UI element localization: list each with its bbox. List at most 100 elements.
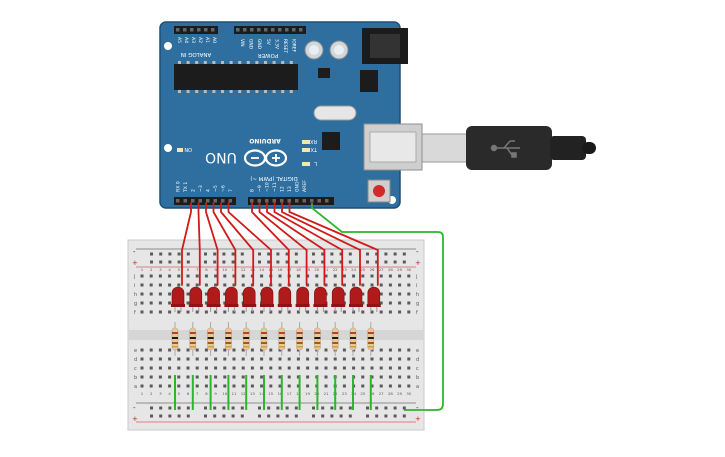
header-pin — [280, 199, 284, 203]
rail-minus-label: - — [133, 248, 136, 256]
grid-hole — [324, 357, 328, 361]
led-indicators: RX TX L ON — [177, 138, 318, 166]
rail-hole — [159, 406, 163, 410]
grid-hole — [269, 384, 273, 388]
grid-hole — [186, 348, 190, 352]
resistor-band — [367, 337, 374, 339]
grid-hole — [379, 283, 383, 287]
row-letter: a — [134, 384, 137, 390]
grid-hole — [140, 310, 144, 314]
rail-hole — [375, 414, 379, 418]
column-number: 9 — [214, 391, 217, 396]
row-letter: b — [416, 375, 419, 381]
grid-hole — [407, 375, 411, 379]
row-letter: h — [416, 292, 419, 298]
rail-hole — [213, 260, 217, 264]
rail-hole — [348, 260, 352, 264]
led-rim — [277, 304, 292, 307]
red-led — [314, 286, 327, 307]
grid-hole — [296, 357, 300, 361]
led-rim — [313, 304, 328, 307]
digital-pin-label: ~10 — [265, 182, 271, 192]
grid-hole — [342, 357, 346, 361]
column-number: 14 — [259, 391, 264, 396]
column-number: 25 — [360, 391, 365, 396]
grid-hole — [370, 366, 374, 370]
header-pin — [197, 28, 201, 32]
logo-text: ARDUINO — [249, 137, 280, 144]
column-number: 28 — [388, 267, 393, 272]
rail-hole — [384, 260, 388, 264]
resistor-band — [367, 346, 374, 348]
rail-hole — [321, 252, 325, 256]
chip-pin — [221, 61, 224, 64]
header-pin — [190, 28, 194, 32]
on-label: ON — [184, 146, 192, 152]
grid-hole — [388, 274, 392, 278]
header-pin — [206, 199, 210, 203]
grid-hole — [204, 301, 208, 305]
rail-hole — [240, 406, 244, 410]
grid-hole — [260, 348, 264, 352]
digital-pin-label: ~5 — [213, 185, 219, 192]
rail-hole — [312, 252, 315, 256]
rail-hole — [240, 260, 244, 264]
grid-hole — [204, 348, 208, 352]
rail-hole — [312, 260, 315, 264]
resistor-band — [207, 332, 214, 334]
rail-hole — [204, 252, 207, 256]
grid-hole — [158, 348, 162, 352]
voltage-regulator — [360, 70, 378, 92]
grid-hole — [352, 274, 356, 278]
grid-hole — [168, 274, 172, 278]
resistor-band — [332, 346, 339, 348]
grid-hole — [379, 375, 383, 379]
rail-hole — [294, 406, 298, 410]
red-led — [349, 286, 363, 307]
column-number: 14 — [259, 267, 264, 272]
rail-hole — [258, 252, 261, 256]
grid-hole — [269, 375, 273, 379]
arduino-logo: ARDUINO UNO — [205, 137, 288, 167]
column-number: 19 — [305, 267, 310, 272]
chip-pin — [289, 90, 293, 93]
column-number: 11 — [232, 391, 237, 396]
rail-hole — [321, 414, 325, 418]
grid-hole — [306, 310, 310, 314]
header-pin — [176, 199, 180, 203]
rail-hole — [375, 252, 379, 256]
grid-hole — [352, 366, 356, 370]
rail-hole — [393, 414, 397, 418]
grid-hole — [333, 366, 337, 370]
grid-hole — [306, 366, 310, 370]
signal-wire — [258, 202, 308, 286]
rail-hole — [384, 252, 388, 256]
rail-hole — [402, 260, 406, 264]
grid-hole — [287, 384, 291, 388]
header-pin — [257, 199, 261, 203]
column-number: 22 — [333, 267, 338, 272]
resistor-band — [314, 346, 321, 348]
grid-hole — [223, 292, 227, 296]
digital-pin-label: 2 — [191, 189, 197, 192]
digital-pin-label: 12 — [280, 186, 286, 192]
grid-hole — [296, 375, 300, 379]
rx-led — [302, 140, 310, 144]
grid-hole — [186, 310, 190, 314]
column-number: 8 — [205, 391, 208, 396]
grid-hole — [379, 310, 383, 314]
column-number: 2 — [150, 267, 153, 272]
rail-plus-label: + — [415, 259, 421, 267]
grid-hole — [214, 384, 218, 388]
rail-hole — [285, 260, 289, 264]
grid-hole — [158, 384, 162, 388]
column-number: 10 — [222, 391, 227, 396]
header-pin — [302, 199, 306, 203]
grid-hole — [306, 384, 310, 388]
signal-wire — [251, 202, 290, 286]
red-led — [225, 286, 238, 307]
resistor-band — [189, 342, 196, 344]
rail-hole — [321, 260, 325, 264]
grid-hole — [260, 283, 264, 287]
grid-hole — [158, 357, 162, 361]
